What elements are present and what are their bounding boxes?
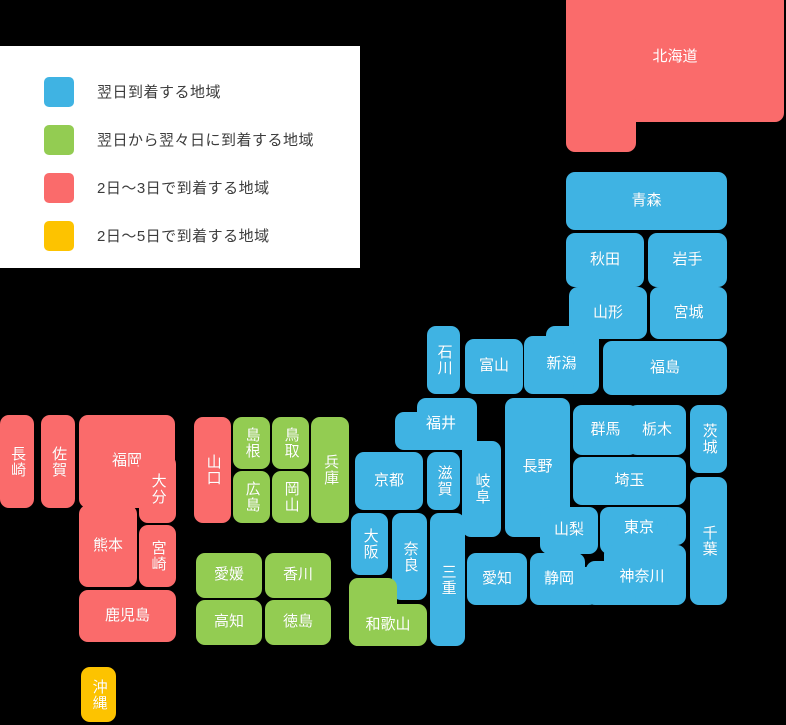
- prefecture-kyoto[interactable]: 京都: [355, 452, 423, 510]
- wakayama-seg-bottom: [349, 604, 427, 646]
- prefecture-ehime[interactable]: 愛媛: [196, 553, 262, 598]
- legend-item-next-day: 翌日到着する地域: [44, 72, 360, 112]
- legend-item-two-to-five-day: 2日〜5日で到着する地域: [44, 216, 360, 256]
- prefecture-wakayama[interactable]: 和歌山: [349, 578, 427, 646]
- hokkaido-seg-lower: [566, 92, 636, 152]
- prefecture-hyogo[interactable]: 兵庫: [311, 417, 349, 523]
- legend-swatch-red: [44, 173, 74, 203]
- prefecture-tottori[interactable]: 鳥取: [272, 417, 309, 469]
- prefecture-label-kanagawa: 神奈川: [619, 567, 665, 585]
- prefecture-chiba[interactable]: 千葉: [690, 477, 727, 605]
- prefecture-label-hokkaido: 北海道: [652, 47, 698, 65]
- prefecture-niigata[interactable]: 新潟: [524, 326, 599, 394]
- legend-label-two-to-five-day: 2日〜5日で到着する地域: [97, 227, 270, 245]
- prefecture-saitama[interactable]: 埼玉: [573, 457, 686, 505]
- prefecture-hokkaido[interactable]: 北海道: [566, 0, 784, 157]
- prefecture-yamanashi[interactable]: 山梨: [540, 507, 598, 554]
- legend-label-next-to-two-day: 翌日から翌々日に到着する地域: [97, 131, 315, 149]
- prefecture-kumamoto[interactable]: 熊本: [79, 505, 137, 587]
- prefecture-okayama[interactable]: 岡山: [272, 471, 309, 523]
- legend-item-two-to-three-day: 2日〜3日で到着する地域: [44, 168, 360, 208]
- prefecture-miyazaki[interactable]: 宮崎: [139, 525, 176, 587]
- prefecture-fukushima[interactable]: 福島: [603, 341, 727, 395]
- prefecture-kanagawa[interactable]: 神奈川: [586, 545, 686, 605]
- prefecture-akita[interactable]: 秋田: [566, 233, 644, 287]
- prefecture-saga[interactable]: 佐賀: [41, 415, 75, 508]
- prefecture-ishikawa[interactable]: 石川: [427, 326, 460, 394]
- prefecture-miyagi[interactable]: 宮城: [650, 287, 727, 339]
- prefecture-nara[interactable]: 奈良: [392, 513, 427, 600]
- prefecture-tochigi[interactable]: 栃木: [628, 405, 686, 455]
- prefecture-osaka[interactable]: 大阪: [351, 513, 388, 575]
- legend-swatch-green: [44, 125, 74, 155]
- niigata-seg-left: [524, 336, 574, 394]
- prefecture-fukui[interactable]: 福井: [395, 398, 477, 450]
- prefecture-label-tokyo: 東京: [623, 518, 654, 536]
- prefecture-label-niigata: 新潟: [546, 354, 577, 372]
- kanagawa-seg-left: [586, 561, 636, 605]
- prefecture-aichi[interactable]: 愛知: [467, 553, 527, 605]
- prefecture-toyama[interactable]: 富山: [465, 339, 523, 394]
- legend-swatch-blue: [44, 77, 74, 107]
- prefecture-gifu[interactable]: 岐阜: [462, 441, 501, 537]
- prefecture-okinawa[interactable]: 沖縄: [81, 667, 116, 722]
- legend-label-two-to-three-day: 2日〜3日で到着する地域: [97, 179, 270, 197]
- prefecture-shimane[interactable]: 島根: [233, 417, 270, 469]
- legend-panel: 翌日到着する地域 翌日から翌々日に到着する地域 2日〜3日で到着する地域 2日〜…: [0, 46, 360, 268]
- prefecture-gunma[interactable]: 群馬: [573, 405, 638, 455]
- prefecture-shiga[interactable]: 滋賀: [427, 452, 460, 510]
- prefecture-label-wakayama: 和歌山: [365, 615, 411, 633]
- prefecture-label-shizuoka: 静岡: [543, 569, 574, 587]
- prefecture-kagawa[interactable]: 香川: [265, 553, 331, 598]
- legend-item-next-to-two-day: 翌日から翌々日に到着する地域: [44, 120, 360, 160]
- legend-label-next-day: 翌日到着する地域: [97, 83, 222, 101]
- prefecture-kagoshima[interactable]: 鹿児島: [79, 590, 176, 642]
- prefecture-shizuoka[interactable]: 静岡: [530, 553, 598, 605]
- prefecture-aomori[interactable]: 青森: [566, 172, 727, 230]
- prefecture-kochi[interactable]: 高知: [196, 600, 262, 645]
- prefecture-oita[interactable]: 大分: [139, 455, 176, 523]
- prefecture-yamaguchi[interactable]: 山口: [194, 417, 231, 523]
- prefecture-label-fukui: 福井: [425, 414, 456, 432]
- fukui-seg-left: [395, 412, 445, 450]
- prefecture-mie[interactable]: 三重: [430, 513, 465, 646]
- prefecture-ibaraki[interactable]: 茨城: [690, 405, 727, 473]
- prefecture-hiroshima[interactable]: 広島: [233, 471, 270, 523]
- prefecture-tokushima[interactable]: 徳島: [265, 600, 331, 645]
- legend-swatch-yellow: [44, 221, 74, 251]
- prefecture-nagasaki[interactable]: 長崎: [0, 415, 34, 508]
- prefecture-iwate[interactable]: 岩手: [648, 233, 727, 287]
